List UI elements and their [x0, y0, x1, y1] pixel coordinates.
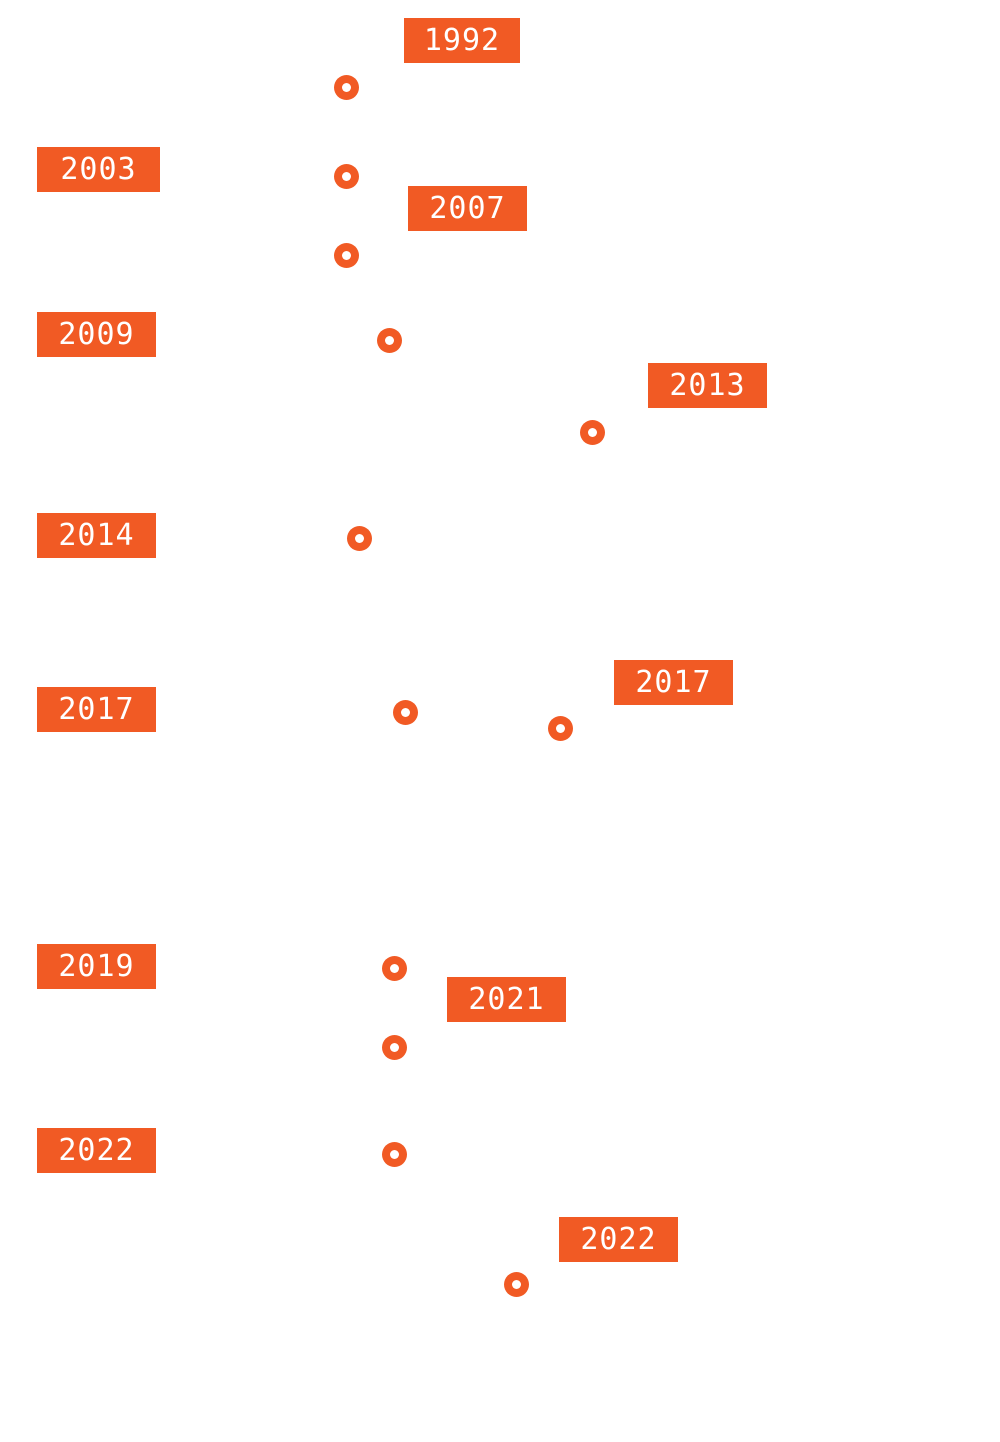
- year-badge-2021: 2021: [447, 977, 566, 1022]
- year-badge-1992: 1992: [404, 18, 520, 63]
- ring-marker-icon[interactable]: [334, 243, 359, 268]
- year-badge-2022-right: 2022: [559, 1217, 678, 1262]
- ring-marker-icon[interactable]: [334, 164, 359, 189]
- ring-marker-icon[interactable]: [548, 716, 573, 741]
- ring-marker-icon[interactable]: [580, 420, 605, 445]
- year-badge-2017-right: 2017: [614, 660, 733, 705]
- ring-marker-icon[interactable]: [382, 1035, 407, 1060]
- ring-marker-icon[interactable]: [347, 526, 372, 551]
- ring-marker-icon[interactable]: [393, 700, 418, 725]
- ring-marker-icon[interactable]: [382, 956, 407, 981]
- ring-marker-icon[interactable]: [377, 328, 402, 353]
- year-badge-2009: 2009: [37, 312, 156, 357]
- ring-marker-icon[interactable]: [504, 1272, 529, 1297]
- ring-marker-icon[interactable]: [334, 75, 359, 100]
- year-badge-2019: 2019: [37, 944, 156, 989]
- year-badge-2014: 2014: [37, 513, 156, 558]
- year-badge-2013: 2013: [648, 363, 767, 408]
- ring-marker-icon[interactable]: [382, 1142, 407, 1167]
- year-badge-2007: 2007: [408, 186, 527, 231]
- year-badge-2022-left: 2022: [37, 1128, 156, 1173]
- year-badge-2017-left: 2017: [37, 687, 156, 732]
- year-badge-2003: 2003: [37, 147, 160, 192]
